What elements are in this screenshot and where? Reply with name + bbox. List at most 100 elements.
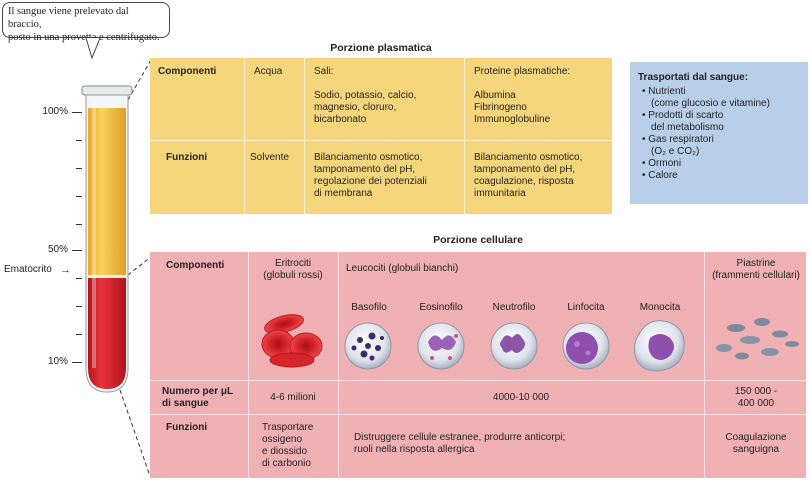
piastrine-label: Piastrine (frammenti cellulari) (706, 258, 806, 282)
funz-line: regolazione dei potenziali (314, 176, 427, 187)
divider (150, 140, 612, 141)
funz-line: tamponamento del pH, (474, 164, 576, 175)
scale-tick (76, 168, 82, 169)
plasma-funz-sali: Bilanciamento osmotico, tamponamento del… (314, 152, 462, 200)
scale-tick (76, 140, 82, 141)
list-item: • Ormoni (642, 158, 682, 169)
funz-eritrociti: Trasportare ossigeno e diossido di carbo… (262, 422, 338, 470)
cellular-funzioni-label: Funzioni (166, 422, 208, 433)
platelets-icon (716, 318, 799, 360)
basofilo-label: Basofilo (351, 302, 387, 313)
list-item: • Prodotti di scarto (642, 110, 724, 121)
eosinofilo-label: Eosinofilo (419, 302, 463, 313)
linfocita-icon (562, 322, 610, 370)
numero-piastrine-line: 150 000 - (734, 386, 778, 397)
divider (338, 252, 339, 478)
funz-line: ruoli nella risposta allergica (354, 444, 475, 455)
sali-item: magnesio, cloruro, (314, 102, 397, 113)
funz-line: Coagulazione (725, 432, 787, 443)
funz-line: e diossido (262, 446, 308, 457)
proteine-item: Fibrinogeno (474, 102, 527, 113)
eritrociti-sub: (globuli rossi) (263, 270, 323, 281)
scale-50-label: 50% (47, 244, 68, 255)
divider (704, 252, 705, 478)
eritrociti-name: Eritrociti (274, 258, 312, 269)
list-item: • Nutrienti (642, 86, 686, 97)
eritrociti-label: Eritrociti (globuli rossi) (250, 258, 336, 282)
sali-title: Sali: (314, 66, 334, 77)
numero-label: Numero per μL di sangue (162, 386, 248, 410)
list-item: • Calore (642, 170, 678, 181)
linfocita-label: Linfocita (567, 302, 605, 313)
plasma-title: Porzione plasmatica (330, 42, 432, 54)
numero-label-line: Numero per μL (162, 386, 234, 397)
divider (150, 414, 806, 415)
divider (304, 58, 305, 214)
funz-line: Bilanciamento osmotico, (314, 152, 423, 163)
list-item: • Gas respiratori (642, 134, 714, 145)
divider (464, 58, 465, 214)
trasportati-box: Trasportati dal sangue: • Nutrienti (com… (630, 62, 808, 204)
scale-tick (72, 112, 82, 113)
scale-tick (72, 362, 82, 363)
list-item-detail: (O₂ e CO₂) (651, 146, 700, 157)
sali-item: bicarbonato (314, 114, 367, 125)
numero-leucociti: 4000-10 000 (492, 392, 550, 403)
plasma-componenti-label: Componenti (158, 66, 217, 77)
leucociti-label: Leucociti (globuli bianchi) (346, 263, 459, 274)
funz-piastrine: Coagulazione sanguigna (706, 432, 806, 456)
piastrine-name: Piastrine (736, 258, 776, 269)
divider (150, 380, 806, 381)
callout-note: Il sangue viene prelevato dal braccio, p… (2, 2, 170, 43)
funz-line: Trasportare (262, 422, 314, 433)
scale-tick (76, 224, 82, 225)
numero-label-line: di sangue (162, 398, 209, 409)
scale-tick (72, 250, 82, 251)
trasportati-list: • Nutrienti (come glucosio e vitamine) •… (642, 86, 806, 182)
funz-leucociti: Distruggere cellule estranee, produrre a… (354, 432, 694, 456)
funz-line: coagulazione, risposta (474, 176, 574, 187)
callout-line-1: Il sangue viene prelevato dal braccio, (8, 6, 129, 30)
funz-line: Distruggere cellule estranee, produrre a… (354, 432, 566, 443)
proteine-title: Proteine plasmatiche: (474, 66, 571, 77)
list-item-detail: (come glucosio e vitamine) (651, 98, 770, 109)
list-item-detail: del metabolismo (651, 122, 724, 133)
scale-tick (76, 278, 82, 279)
scale-100-label: 100% (42, 106, 68, 117)
funz-line: sanguigna (732, 444, 780, 455)
sali-item: Sodio, potassio, calcio, (314, 90, 417, 101)
proteine-item: Immunoglobuline (474, 114, 551, 125)
ematocrito-label: Ematocrito (4, 264, 52, 275)
eosinofilo-icon (417, 322, 465, 370)
funz-line: Bilanciamento osmotico, (474, 152, 583, 163)
cellular-title: Porzione cellulare (433, 234, 523, 246)
basofilo-icon (344, 322, 392, 370)
neutrofilo-label: Neutrofilo (492, 302, 536, 313)
trasportati-title: Trasportati dal sangue: (638, 72, 749, 83)
piastrine-sub: (frammenti cellulari) (712, 270, 800, 281)
ematocrito-arrow-icon: → (60, 264, 71, 276)
callout-line-2: posto in una provetta e centrifugato. (8, 32, 160, 43)
funz-line: immunitaria (474, 188, 526, 199)
scale-tick (76, 306, 82, 307)
monocita-label: Monocita (639, 302, 681, 313)
funz-line: di membrana (314, 188, 373, 199)
numero-piastrine: 150 000 - 400 000 (706, 386, 806, 410)
funz-line: ossigeno (262, 434, 303, 445)
monocita-icon (633, 320, 685, 372)
cellular-panel (150, 252, 806, 478)
scale-tick (76, 196, 82, 197)
plasma-sali: Sali: Sodio, potassio, calcio, magnesio,… (314, 66, 462, 126)
plasma-solvente: Solvente (250, 152, 289, 163)
numero-piastrine-line: 400 000 (737, 398, 775, 409)
divider (248, 252, 249, 478)
cell-illustrations (261, 314, 799, 372)
plasma-funz-proteine: Bilanciamento osmotico, tamponamento del… (474, 152, 610, 200)
neutrofilo-icon (490, 322, 538, 370)
proteine-item: Albumina (474, 90, 516, 101)
erythrocyte-icon (261, 314, 323, 368)
cellular-componenti-label: Componenti (166, 260, 225, 271)
funz-line: di carbonio (262, 458, 311, 469)
plasma-proteine: Proteine plasmatiche: Albumina Fibrinoge… (474, 66, 610, 126)
scale-tick (76, 334, 82, 335)
